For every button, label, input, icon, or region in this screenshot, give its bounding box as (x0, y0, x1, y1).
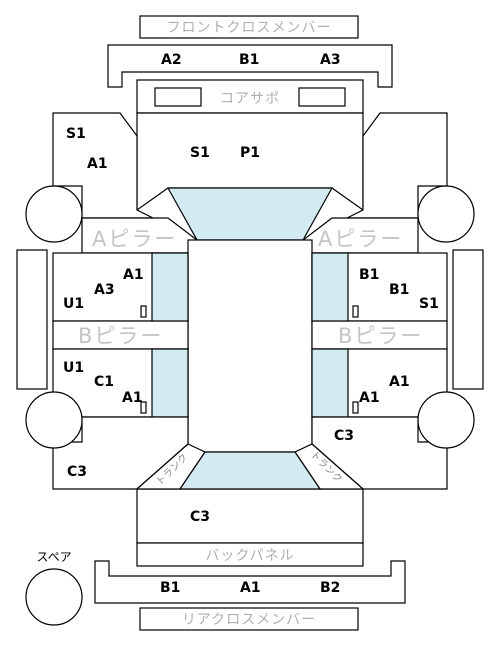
spare-tire-label: スペア (36, 550, 71, 564)
code-front-left-door-3: U1 (63, 296, 84, 312)
b-pillar-right (311, 320, 448, 350)
rear-cross-member-label: リアクロスメンバー (182, 612, 316, 628)
code-front-member-right: A3 (320, 52, 341, 68)
code-rear-right-door-1: A1 (389, 374, 410, 390)
rear-left-window (151, 348, 189, 418)
code-rear-member-right: B2 (320, 580, 340, 596)
front-left-door-handle (140, 305, 147, 318)
core-support-right-lamp (298, 87, 346, 107)
front-cross-member-label: フロントクロスメンバー (167, 20, 332, 36)
front-left-wheel (25, 185, 83, 243)
trunk-lid (136, 488, 364, 544)
front-cross-member-box (139, 15, 359, 39)
front-right-door-handle (352, 305, 359, 318)
code-trunk-lid: C3 (190, 509, 210, 525)
front-right-wheel (417, 185, 475, 243)
code-front-right-door-1: B1 (359, 267, 379, 283)
back-panel-label: バックパネル (205, 548, 294, 564)
b-pillar-right-label: Bピラー (338, 324, 423, 348)
rear-left-wheel (25, 391, 83, 449)
right-side-sill (452, 249, 484, 390)
back-panel-box (136, 542, 364, 567)
rear-left-door-handle (140, 401, 147, 414)
code-rear-left-door-3: A1 (122, 390, 143, 406)
code-front-left-fender-2: A1 (87, 156, 108, 172)
code-rear-left-quarter: C3 (67, 464, 87, 480)
core-support-left-lamp (154, 87, 202, 107)
b-pillar-left-label: Bピラー (78, 324, 163, 348)
a-pillar-right-label: Aピラー (318, 227, 403, 251)
code-front-left-fender-1: S1 (66, 126, 86, 142)
rear-cross-member-box (139, 607, 359, 631)
front-left-window (151, 252, 189, 322)
code-rear-left-door-2: C1 (94, 374, 114, 390)
front-cross-member (107, 44, 393, 88)
front-right-window (311, 252, 349, 322)
code-front-right-door-2: B1 (389, 282, 409, 298)
core-support-label: コアサポ (220, 91, 280, 107)
rear-right-door-handle (352, 401, 359, 414)
a-pillar-left-label: Aピラー (92, 227, 177, 251)
windshield (166, 187, 334, 241)
code-rear-member-left: B1 (160, 580, 180, 596)
code-front-left-door-2: A3 (94, 282, 115, 298)
rear-window (178, 451, 322, 490)
rear-right-wheel (417, 391, 475, 449)
rear-cross-member (94, 560, 406, 604)
spare-tire (25, 568, 83, 626)
rear-right-window (311, 348, 349, 418)
code-rear-right-quarter: C3 (334, 428, 354, 444)
code-bonnet-2: P1 (240, 145, 260, 161)
code-rear-left-door-1: U1 (63, 360, 84, 376)
left-side-sill (16, 249, 48, 390)
roof-panel (187, 239, 313, 453)
code-front-member-left: A2 (161, 52, 182, 68)
code-front-left-door-1: A1 (123, 267, 144, 283)
code-front-member-center: B1 (239, 52, 259, 68)
code-rear-member-center: A1 (240, 580, 261, 596)
code-rear-right-door-2: A1 (359, 390, 380, 406)
code-front-right-door-3: S1 (419, 296, 439, 312)
code-bonnet-1: S1 (190, 145, 210, 161)
